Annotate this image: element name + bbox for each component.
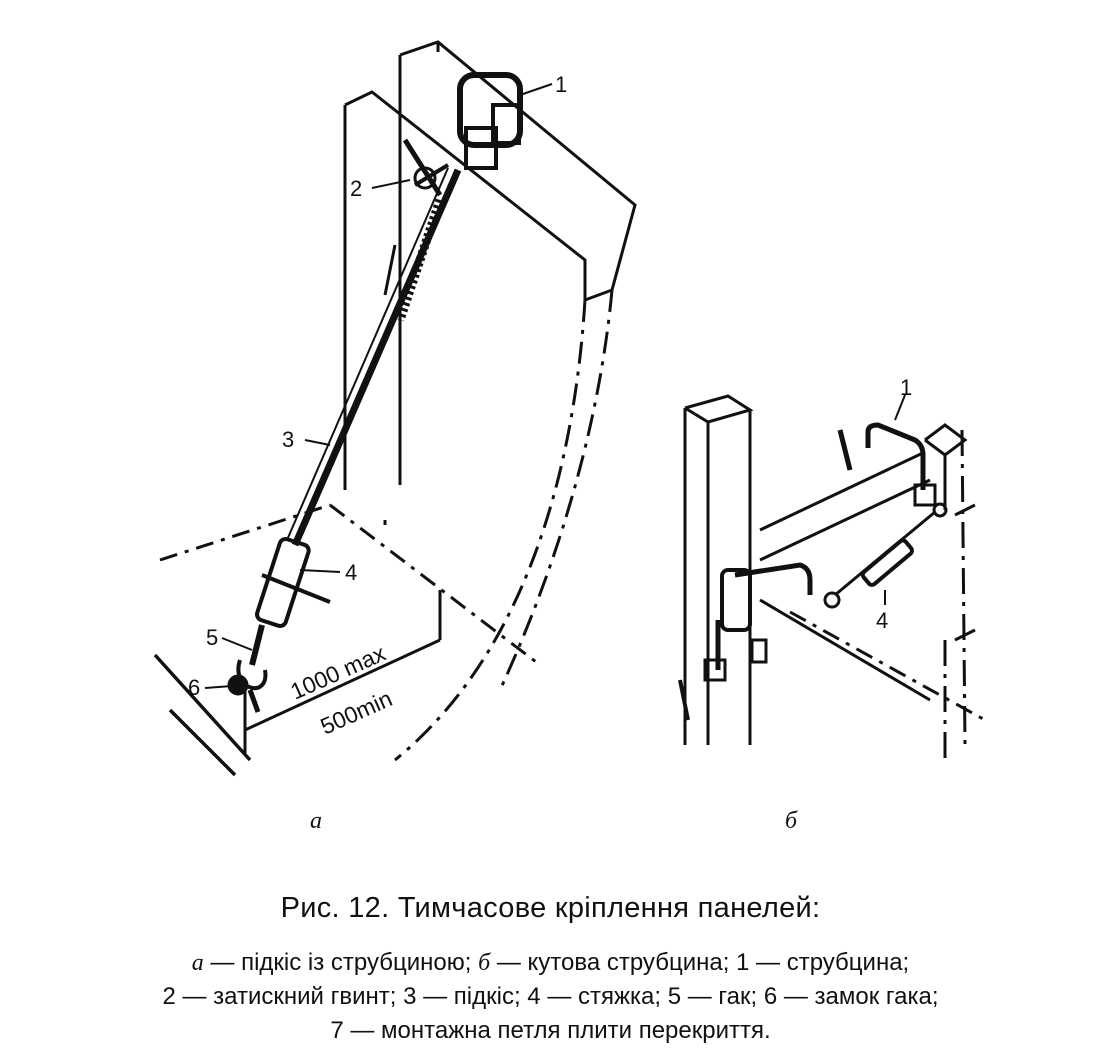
sublabel-a: а: [310, 808, 322, 834]
legend-line-2: 2 — затискний гвинт; 3 — підкіс; 4 — стя…: [162, 983, 939, 1010]
callout-a-3: 3: [282, 427, 294, 452]
part-a-drawing: [153, 40, 637, 777]
panel-fixing-diagram: 1 2 3 4 5 6 1000 max 500min а: [153, 40, 986, 834]
sublabel-b: б: [785, 808, 798, 834]
legend-text-b: — кутова струбцина; 1 — струбцина;: [490, 949, 910, 976]
legend-key-a: а: [191, 950, 204, 976]
callout-a-5: 5: [206, 625, 218, 650]
callout-a-6: 6: [188, 675, 200, 700]
callout-a-2: 2: [350, 176, 362, 201]
legend-text-a: — підкіс із струбциною;: [203, 949, 479, 976]
legend-key-b: б: [478, 950, 491, 976]
legend-line-1: а — підкіс із струбциною; б — кутова стр…: [0, 949, 1101, 977]
callout-a-4: 4: [345, 560, 357, 585]
part-b-drawing: [678, 394, 986, 760]
dimension-min: 500min: [316, 685, 395, 739]
legend-line-3: 7 — монтажна петля плити перекриття.: [330, 1017, 771, 1044]
callout-a-1: 1: [555, 72, 567, 97]
callout-b-4: 4: [876, 608, 888, 633]
figure-caption-title: Рис. 12. Тимчасове кріплення панелей:: [280, 892, 821, 924]
callout-b-1: 1: [900, 375, 912, 400]
